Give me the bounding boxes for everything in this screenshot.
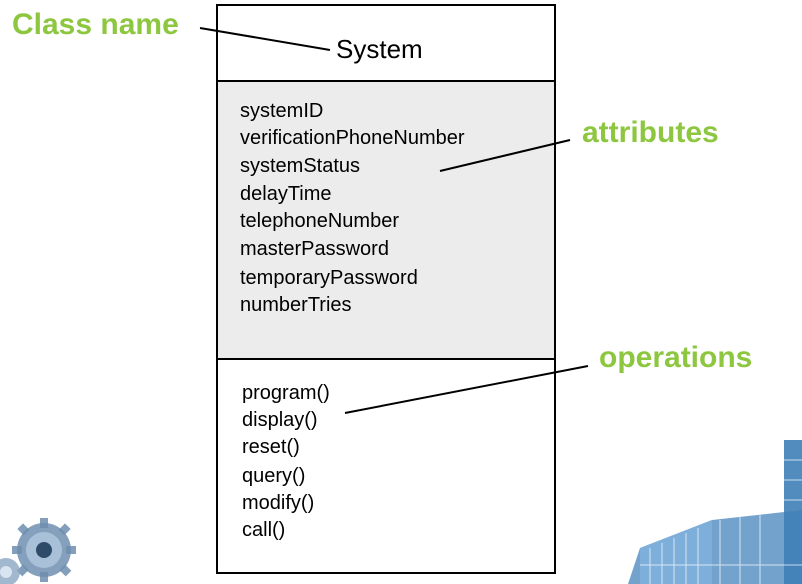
building-icon — [628, 440, 802, 584]
attribute-item: verificationPhoneNumber — [240, 127, 465, 149]
class-name-compartment: System — [218, 6, 554, 82]
attribute-item: delayTime — [240, 183, 332, 205]
operation-item: modify() — [242, 492, 315, 514]
callout-operations: operations — [599, 341, 753, 374]
operation-item: query() — [242, 465, 306, 487]
attribute-item: masterPassword — [240, 238, 389, 260]
operation-item: display() — [242, 409, 318, 431]
operations-compartment: program() display() reset() query() modi… — [218, 360, 554, 572]
operation-item: call() — [242, 519, 286, 541]
attribute-item: numberTries — [240, 294, 352, 316]
callout-attributes: attributes — [582, 116, 719, 149]
uml-class-box: System systemID verificationPhoneNumber … — [216, 4, 556, 574]
gear-icon — [0, 518, 76, 584]
attribute-item: telephoneNumber — [240, 210, 399, 232]
operation-item: reset() — [242, 436, 300, 458]
class-name: System — [336, 34, 423, 64]
attribute-item: systemStatus — [240, 155, 361, 177]
operation-item: program() — [242, 382, 330, 404]
attribute-item: systemID — [240, 100, 324, 122]
attributes-compartment: systemID verificationPhoneNumber systemS… — [218, 82, 554, 360]
attribute-item: temporaryPassword — [240, 267, 418, 289]
callout-class-name: Class name — [12, 8, 179, 41]
